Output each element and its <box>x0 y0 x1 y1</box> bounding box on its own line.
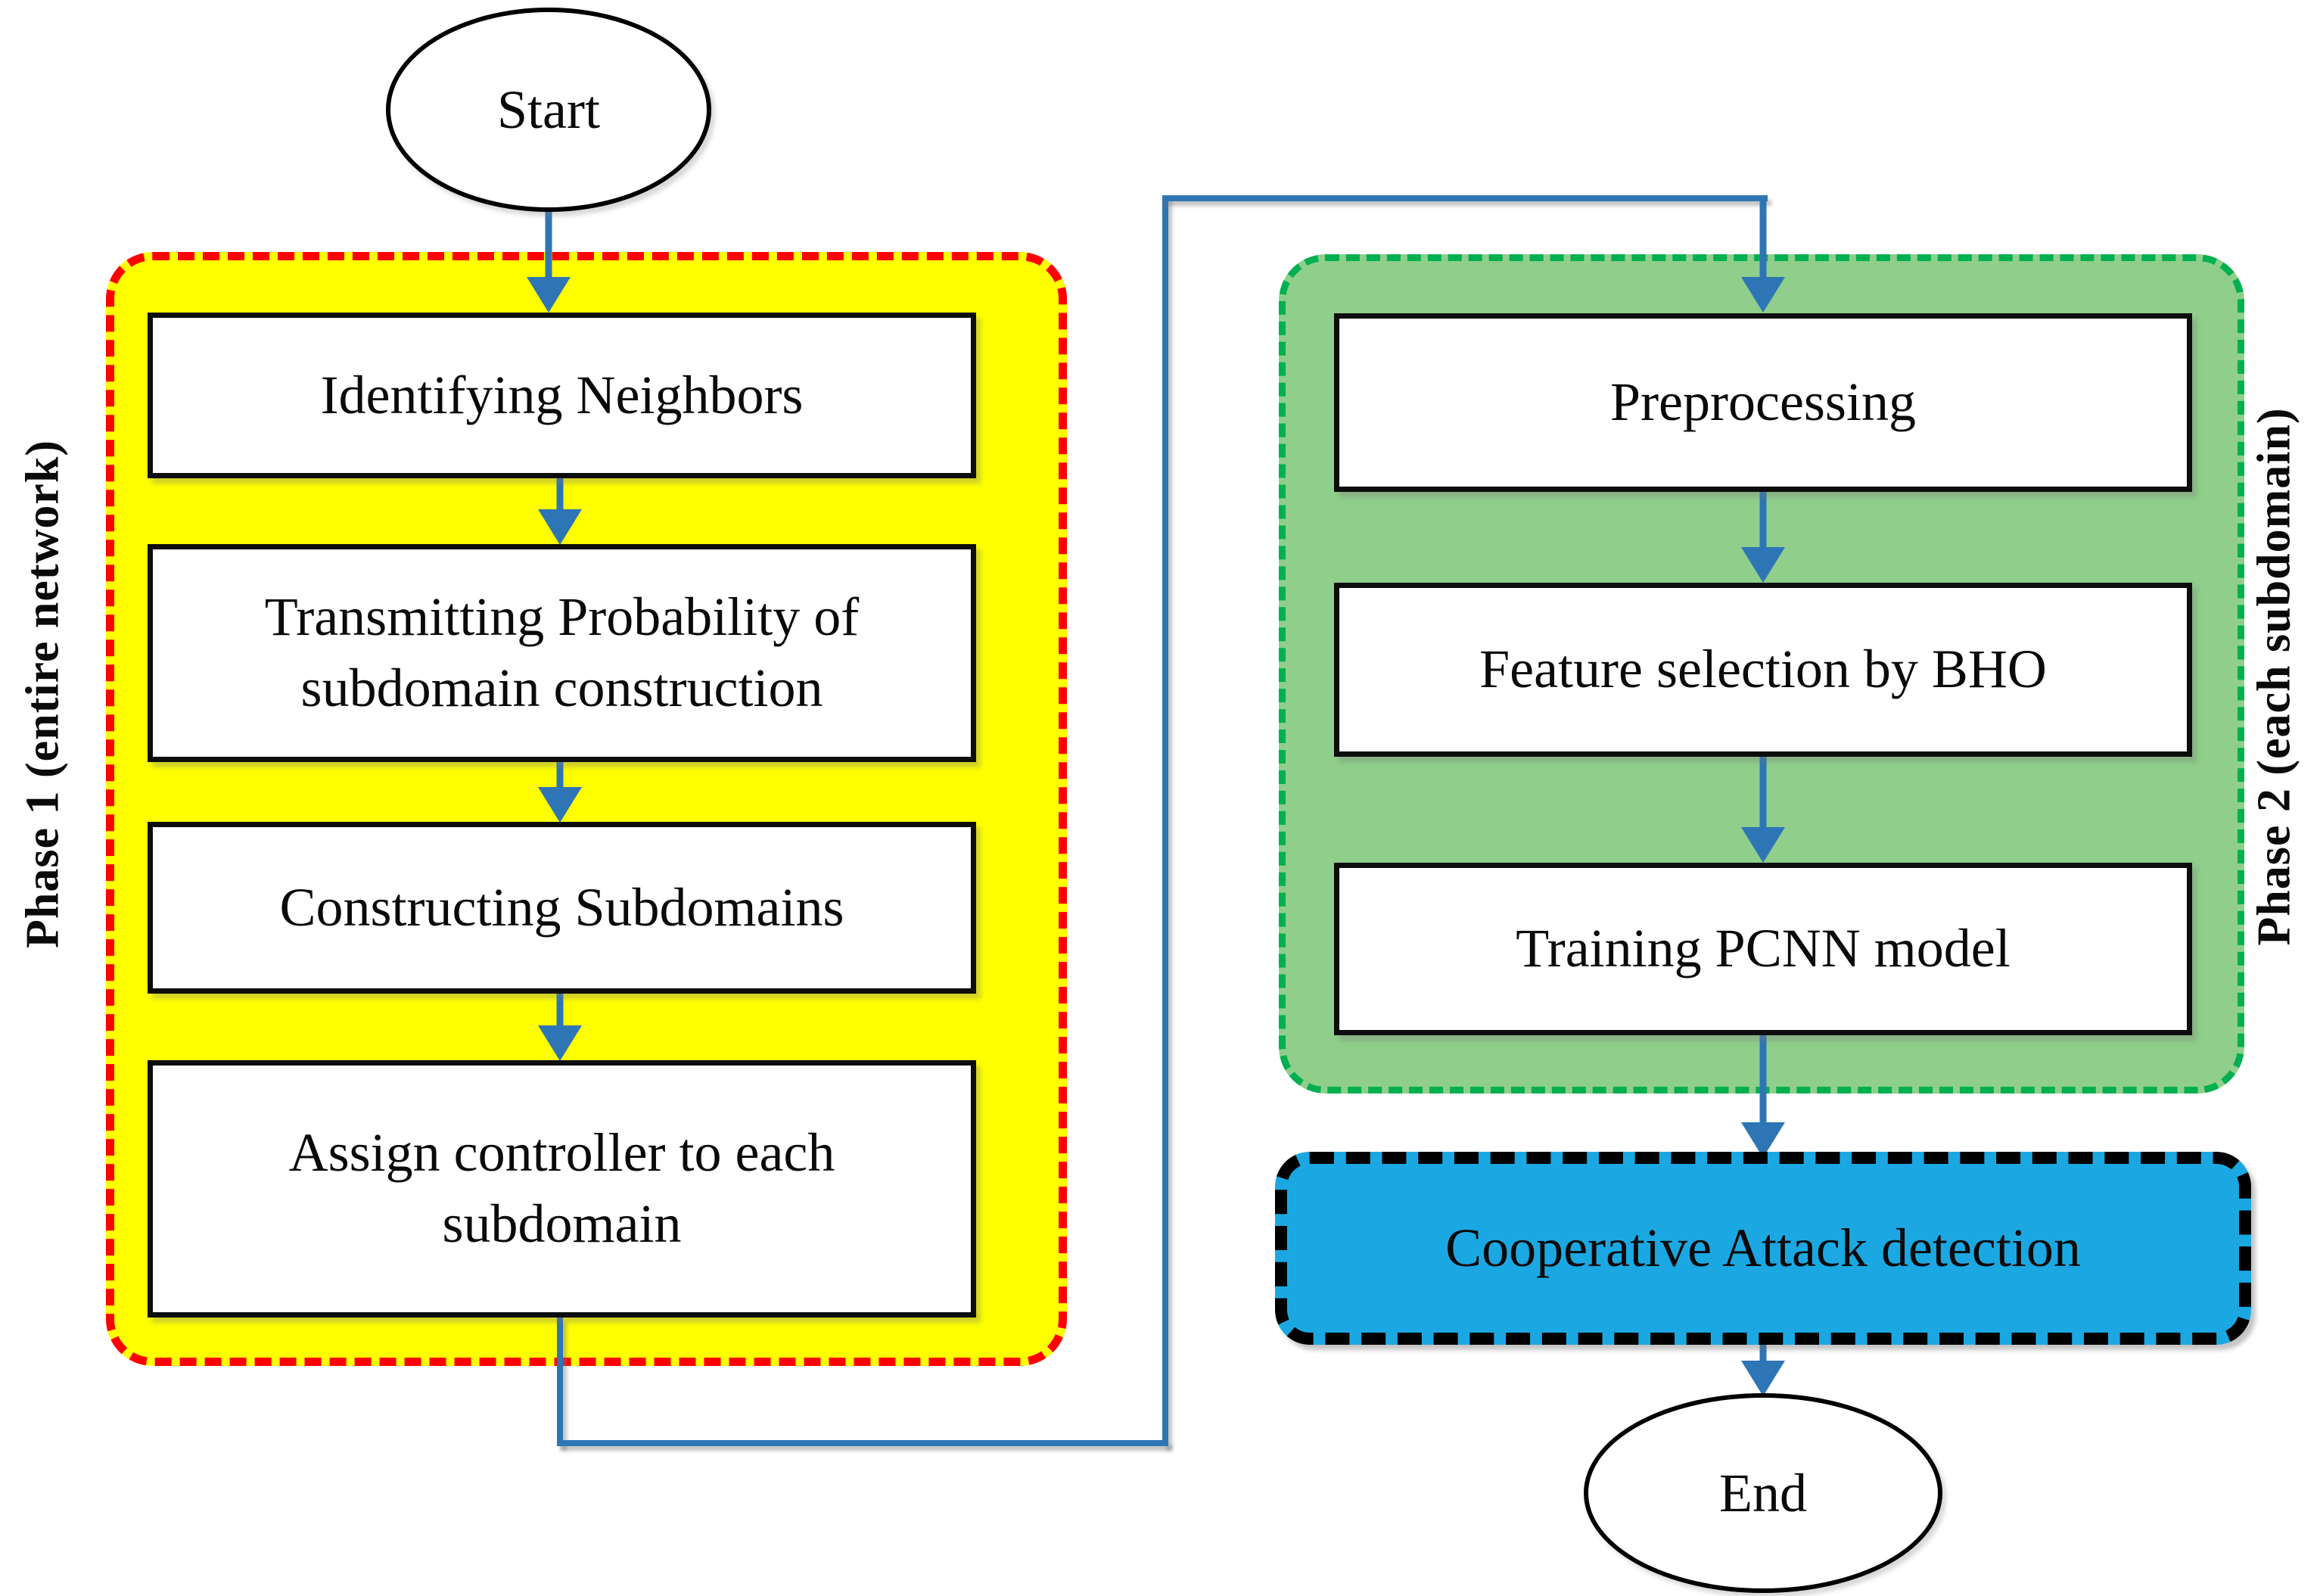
cooperative-attack-detection-box: Cooperative Attack detection <box>1275 1152 2251 1345</box>
arrow-feature-to-training <box>1741 757 1785 863</box>
arrow-into-preprocessing <box>1741 195 1785 313</box>
step-feature-selection: Feature selection by BHO <box>1334 583 2192 757</box>
step-label: Assign controller to each subdomain <box>288 1122 835 1254</box>
connector-middle-vertical <box>1162 195 1168 1446</box>
step-training-pcnn: Training PCNN model <box>1334 863 2192 1035</box>
arrow-step2-to-step3 <box>538 762 582 823</box>
arrow-detection-to-end <box>1741 1345 1785 1396</box>
connector-phase1-exit-vertical <box>557 1318 563 1446</box>
arrow-shaft <box>545 209 552 281</box>
end-terminator: End <box>1584 1393 1942 1593</box>
step-label: Transmitting Probability of subdomain co… <box>264 586 860 718</box>
arrow-training-to-detection <box>1741 1035 1785 1158</box>
arrow-shaft <box>556 994 564 1028</box>
step-label: Constructing Subdomains <box>279 876 844 938</box>
arrow-shaft <box>556 478 564 512</box>
detection-label: Cooperative Attack detection <box>1445 1218 2081 1278</box>
step-identifying-neighbors: Identifying Neighbors <box>148 313 976 478</box>
arrow-step1-to-step2 <box>538 478 582 545</box>
arrow-head <box>1741 547 1785 583</box>
arrow-step3-to-step4 <box>538 994 582 1061</box>
arrow-shaft <box>556 762 564 790</box>
step-transmitting-probability: Transmitting Probability of subdomain co… <box>148 544 976 762</box>
arrow-head <box>538 509 582 545</box>
arrow-head <box>1741 1361 1785 1396</box>
arrow-head <box>527 277 571 313</box>
step-constructing-subdomains: Constructing Subdomains <box>148 822 976 994</box>
arrow-shaft <box>1759 195 1767 280</box>
step-label: Identifying Neighbors <box>320 364 804 425</box>
arrow-shaft <box>1759 757 1767 830</box>
step-label: Feature selection by BHO <box>1479 639 2047 700</box>
start-terminator: Start <box>386 8 711 212</box>
arrow-head <box>1741 827 1785 863</box>
start-label: Start <box>497 79 600 140</box>
step-assign-controller: Assign controller to each subdomain <box>148 1060 976 1318</box>
connector-bottom-horizontal <box>557 1440 1168 1446</box>
step-label: Preprocessing <box>1610 372 1916 433</box>
step-label: Training PCNN model <box>1516 918 2011 979</box>
end-label: End <box>1719 1462 1807 1523</box>
arrow-shaft <box>1759 1035 1767 1125</box>
arrow-preprocessing-to-feature <box>1741 492 1785 583</box>
connector-top-horizontal <box>1162 195 1768 201</box>
arrow-head <box>1741 277 1785 313</box>
step-preprocessing: Preprocessing <box>1334 313 2192 492</box>
arrow-shaft <box>1759 492 1767 550</box>
arrow-start-to-step1 <box>527 209 571 313</box>
arrow-shaft <box>1759 1345 1767 1364</box>
arrow-head <box>538 1025 582 1061</box>
arrow-head <box>538 787 582 823</box>
